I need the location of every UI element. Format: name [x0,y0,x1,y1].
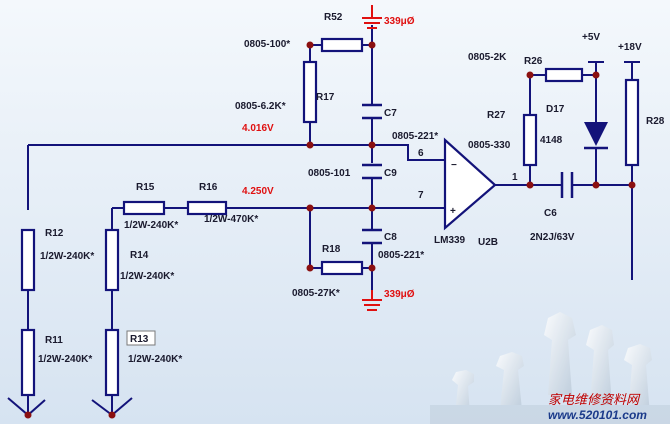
r18-ref: R18 [322,244,341,255]
resistor-r27-body [522,113,538,167]
labels: R52 0805-100* R17 0805-6.2K* 4.016V C7 0… [38,12,665,365]
junction-dots [24,41,636,419]
r13-value: 1/2W-240K* [128,354,182,365]
resistor-r12-body [20,228,36,292]
c6-value: 2N2J/63V [530,232,575,243]
r12-ref: R12 [45,228,64,239]
supply-top-ground-icon [362,5,382,29]
resistor-r52-body [320,37,364,53]
c7-ref: C7 [384,108,397,119]
r52-value: 0805-100* [244,39,290,50]
resistor-r11-body [20,328,36,397]
resistor-r18-body [320,260,364,276]
r27-ref: R27 [487,110,506,121]
resistor-r14-body [104,228,120,292]
r12-value: 1/2W-240K* [40,251,94,262]
voltage-node-mid: 4.250V [242,186,274,197]
watermark-url: www.520101.com [548,408,647,422]
opamp-part: LM339 [434,235,466,246]
watermark-cn: 家电维修资料网 [548,392,641,408]
d17-ref: D17 [546,104,565,115]
opamp-pin7: 7 [418,190,424,201]
opamp-lm339-symbol: − + [443,137,497,231]
voltage-node-top: 4.016V [242,123,274,134]
r18-value: 0805-27K* [292,288,340,299]
opamp-minus-sign: − [451,160,457,171]
opamp-ref: U2B [478,237,498,248]
c9-value: 0805-101 [308,168,351,179]
r13-ref-box [126,330,156,346]
r16-value: 1/2W-470K* [204,214,258,225]
resistor-r28-body [624,78,640,167]
r14-value: 1/2W-240K* [120,271,174,282]
resistor-r13-body [104,328,120,397]
diode-d17-icon [584,122,608,150]
r13-ref: R13 [130,334,149,345]
c7-value: 0805-221* [392,131,438,142]
c9-ref: C9 [384,168,397,179]
r27-value: 0805-330 [468,140,511,151]
opamp-pin6: 6 [418,148,424,159]
d17-value: 4148 [540,135,563,146]
ground-bottom-label: 339μØ [384,289,415,300]
r15-ref: R15 [136,182,155,193]
r28-ref: R28 [646,116,665,127]
opamp-pin1: 1 [512,172,518,183]
r17-ref: R17 [316,92,335,103]
r26-ref: R26 [524,56,543,67]
resistor-r26-body [544,67,584,83]
resistor-r16-body [186,200,228,216]
chess-pieces-decoration [430,312,670,424]
watermark: 家电维修资料网 www.520101.com [548,392,647,422]
capacitor-c9-symbol [362,163,382,180]
resistor-r17-body [302,60,318,124]
opamp-plus-sign: + [450,206,456,217]
supply-bottom-ground-icon [362,290,382,311]
c8-value: 0805-221* [378,250,424,261]
r15-value: 1/2W-240K* [124,220,178,231]
plus18-label: +18V [618,42,642,53]
capacitor-c8-symbol [362,228,382,245]
capacitor-c6-symbol [560,172,574,198]
r11-ref: R11 [45,335,63,346]
r52-ref: R52 [324,12,343,23]
plus5-label: +5V [582,32,600,43]
r17-value: 0805-6.2K* [235,101,286,112]
r26-value: 0805-2K [468,52,507,63]
resistor-r15-body [122,200,166,216]
r14-ref: R14 [130,250,149,261]
c6-ref: C6 [544,208,557,219]
capacitor-c7-symbol [362,103,382,120]
c8-ref: C8 [384,232,397,243]
ground-top-label: 339μØ [384,16,415,27]
r16-ref: R16 [199,182,218,193]
r11-value: 1/2W-240K* [38,354,92,365]
